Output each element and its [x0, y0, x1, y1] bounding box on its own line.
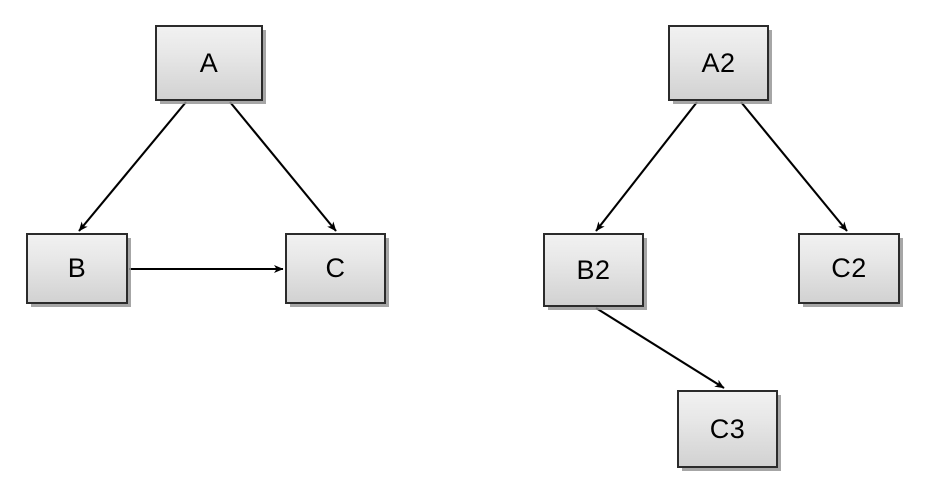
edge-a2-to-c2 — [740, 101, 848, 232]
node-a2[interactable]: A2 — [668, 25, 769, 101]
node-c2[interactable]: C2 — [798, 233, 900, 304]
node-c3[interactable]: C3 — [677, 390, 778, 468]
node-b2-label: B2 — [576, 254, 611, 285]
node-a-label: A — [199, 47, 219, 78]
node-c[interactable]: C — [285, 233, 386, 304]
edge-a-to-c — [229, 101, 337, 232]
node-b-label: B — [67, 253, 87, 283]
edge-a2-to-b2 — [595, 101, 698, 232]
node-b2[interactable]: B2 — [543, 233, 644, 307]
node-c2-label: C2 — [831, 253, 867, 283]
node-b[interactable]: B — [26, 233, 128, 304]
node-a2-label: A2 — [701, 47, 736, 78]
node-c3-label: C3 — [709, 413, 746, 444]
edge-a-to-b — [78, 101, 187, 232]
edge-b2-to-c3 — [595, 307, 725, 389]
node-a[interactable]: A — [155, 25, 263, 101]
node-c-label: C — [325, 253, 346, 283]
